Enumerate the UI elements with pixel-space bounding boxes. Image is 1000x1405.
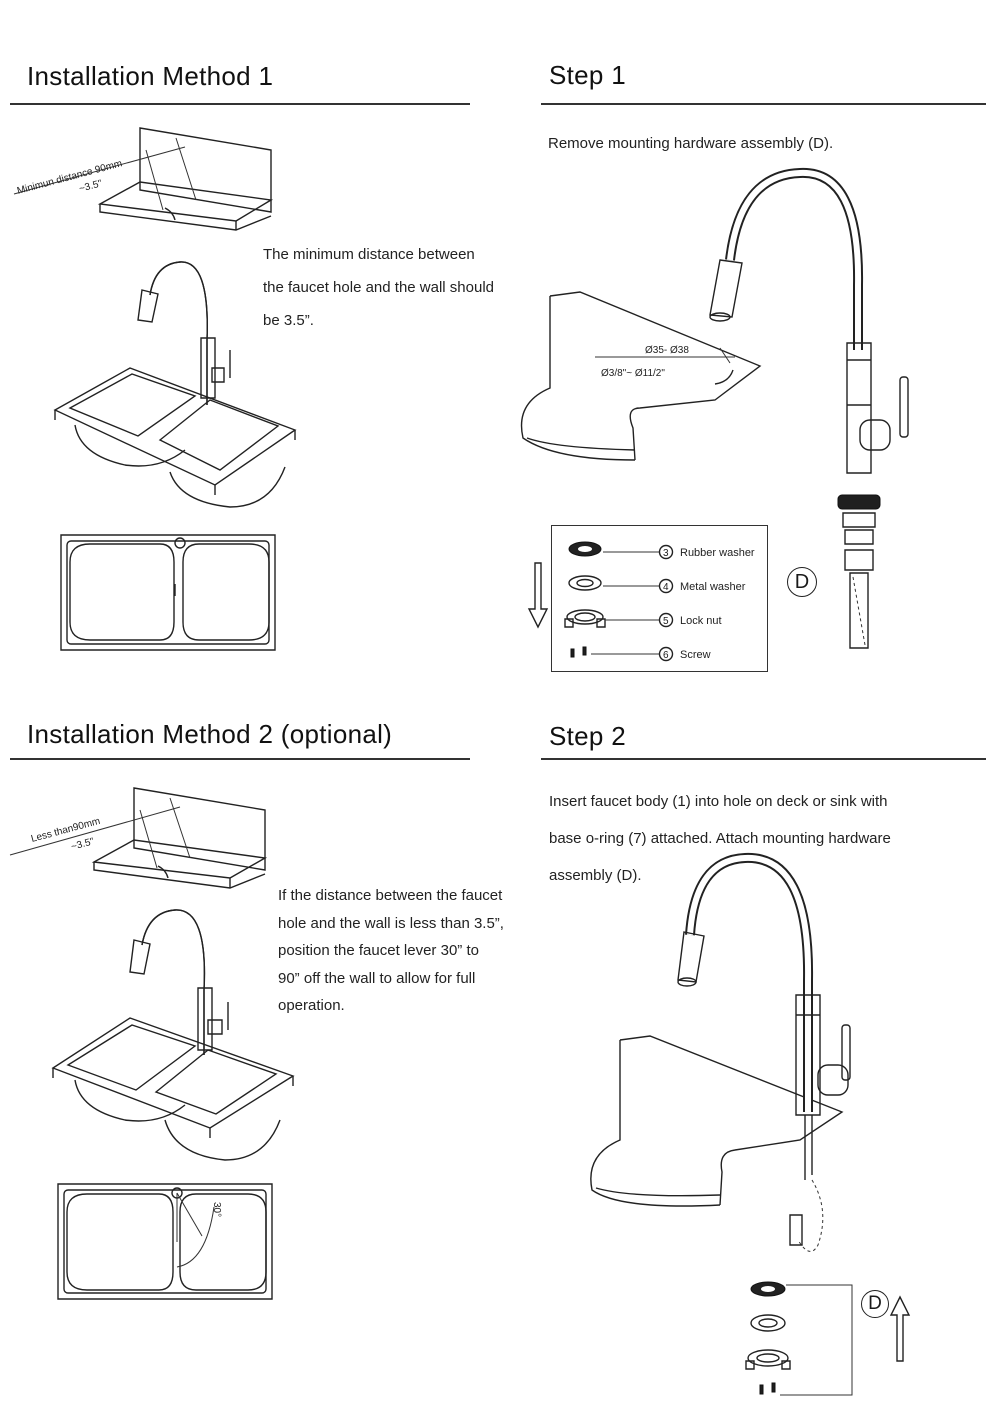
step1-title: Step 1 — [549, 60, 626, 90]
step1-parts-list: 3 4 5 6 Rubber washer Metal washer Lock … — [551, 525, 755, 670]
step2-divider — [541, 758, 986, 760]
method2-angle-label: 30° — [211, 1202, 222, 1217]
part-name: Screw — [680, 649, 711, 661]
part-number: 6 — [663, 650, 669, 661]
method1-wall-diagram: Minimun distance 90mm ~3.5" — [0, 120, 290, 230]
method1-text-line: the faucet hole and the wall should — [263, 279, 494, 296]
step1-counter-diagram: Ø35- Ø38 Ø3/8"~ Ø11/2" — [515, 288, 770, 468]
step2-assembly-marker: D — [861, 1290, 889, 1318]
method2-text-line: If the distance between the faucet — [278, 887, 503, 904]
step1-divider — [541, 103, 986, 105]
step2-text-line: Insert faucet body (1) into hole on deck… — [549, 793, 888, 810]
part-number: 4 — [663, 582, 669, 593]
method1-text-line: The minimum distance between — [263, 246, 475, 263]
method2-wall-diagram: Less than90mm ~3.5" — [0, 780, 280, 890]
step1-instruction: Remove mounting hardware assembly (D). — [548, 135, 834, 152]
method1-sink-faucet-illustration — [50, 250, 305, 520]
part-number: 3 — [663, 548, 669, 559]
method2-text-line: 90” off the wall to allow for full — [278, 969, 476, 987]
method2-title: Installation Method 2 (optional) — [27, 719, 393, 749]
step2-text-line: assembly (D). — [549, 867, 642, 884]
down-arrow-icon — [528, 563, 548, 629]
method2-wall-sublabel: ~3.5" — [70, 836, 96, 853]
step2-description: Insert faucet body (1) into hole on deck… — [549, 783, 891, 894]
method2-sink-faucet-illustration — [50, 900, 300, 1170]
step2-text-line: base o-ring (7) attached. Attach mountin… — [549, 830, 891, 847]
method1-wall-label: Minimun distance 90mm — [16, 158, 124, 197]
part-name: Lock nut — [680, 615, 722, 627]
method2-description: If the distance between the faucet hole … — [278, 882, 504, 1020]
method1-text-line: be 3.5”. — [263, 312, 314, 329]
part-number: 5 — [663, 616, 669, 627]
method1-title: Installation Method 1 — [27, 61, 274, 91]
step1-faucet-illustration — [700, 165, 920, 655]
step1-hole-label-in: Ø3/8"~ Ø11/2" — [601, 368, 665, 379]
method1-sink-top-view — [58, 532, 278, 654]
method2-text-line: operation. — [278, 997, 345, 1014]
method1-wall-sublabel: ~3.5" — [78, 178, 104, 195]
method2-sink-top-view: 30° — [56, 1182, 274, 1302]
step1-hole-label-mm: Ø35- Ø38 — [645, 345, 689, 356]
part-name: Metal washer — [680, 581, 746, 593]
step1-parts-box — [551, 525, 768, 672]
method1-description: The minimum distance between the faucet … — [263, 238, 494, 337]
up-arrow-icon — [890, 1295, 910, 1361]
step2-hardware-stack — [740, 1275, 860, 1400]
method1-divider — [10, 103, 470, 105]
step1-assembly-marker: D — [787, 567, 817, 597]
step2-faucet-illustration — [580, 850, 860, 1260]
method2-text-line: position the faucet lever 30” to — [278, 942, 479, 959]
method2-divider — [10, 758, 470, 760]
method2-text-line: hole and the wall is less than 3.5”, — [278, 914, 504, 932]
part-name: Rubber washer — [680, 547, 755, 559]
step2-title: Step 2 — [549, 721, 626, 751]
